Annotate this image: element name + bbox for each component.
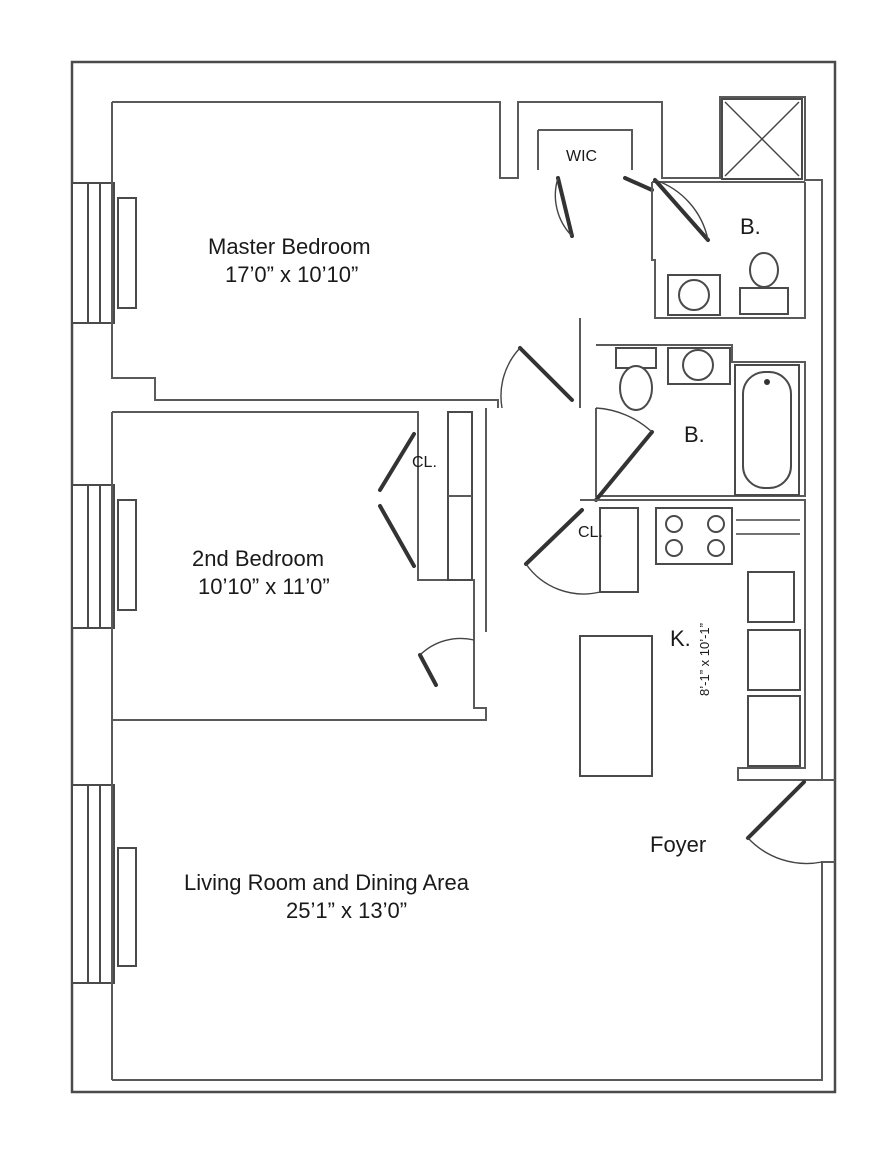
kitchen-label: K. — [670, 626, 691, 651]
master-bedroom-name: Master Bedroom — [208, 234, 371, 259]
foyer-label: Foyer — [650, 832, 707, 857]
second-bedroom-name: 2nd Bedroom — [192, 546, 325, 571]
closet-hall-label: CL. — [578, 524, 603, 541]
second-bedroom-size: 10’10” x 11’0” — [198, 574, 330, 599]
living-room-size: 25’1” x 13’0” — [286, 898, 408, 923]
upper-bath-label: B. — [740, 214, 761, 239]
window-left-1 — [71, 182, 137, 324]
master-bedroom-size: 17’0” x 10’10” — [225, 262, 359, 287]
second-bedroom-walls — [112, 408, 487, 721]
kitchen-and-closet — [524, 499, 822, 781]
lower-bath-label: B. — [684, 422, 705, 447]
master-bedroom-walls — [111, 102, 499, 1080]
lower-bath — [500, 318, 806, 502]
window-left-3 — [71, 784, 137, 984]
exterior-walls — [70, 60, 837, 1094]
kitchen-size: 8’-1” x 10’-1” — [696, 623, 712, 696]
walk-in-closet-label: WIC — [566, 148, 598, 165]
foyer-entry-door — [746, 780, 823, 865]
walk-in-closet — [537, 129, 654, 238]
closet-bedroom2-label: CL. — [412, 454, 437, 471]
living-room-name: Living Room and Dining Area — [184, 870, 469, 895]
window-left-2 — [71, 484, 137, 629]
second-bedroom-doors — [378, 432, 475, 687]
upper-bath — [651, 98, 806, 319]
